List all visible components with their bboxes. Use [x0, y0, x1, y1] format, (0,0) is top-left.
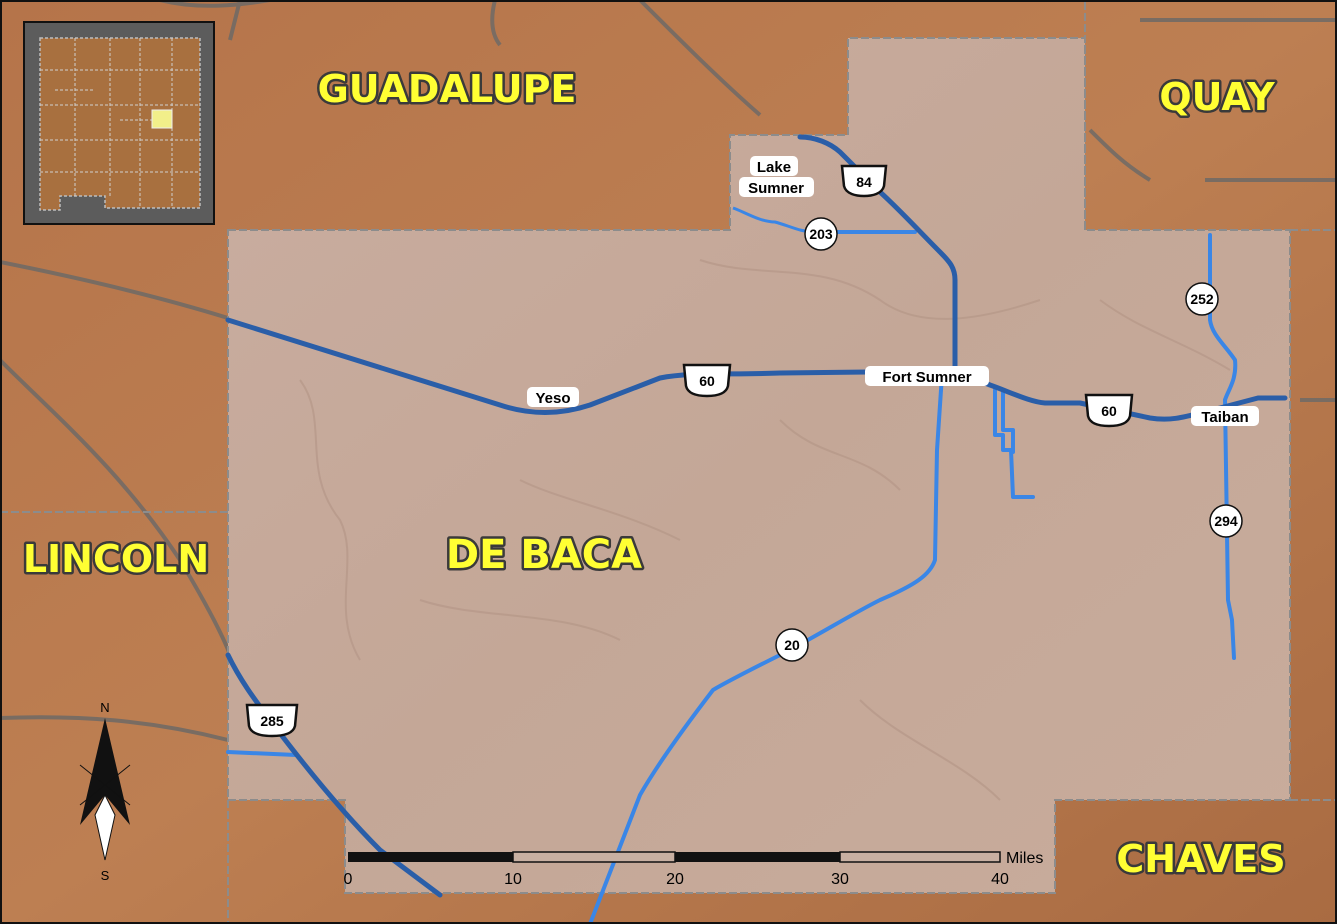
route-shield-us285: 285: [245, 703, 299, 738]
compass-needle-south: [94, 793, 116, 861]
place-labels: Lake Sumner Yeso Fort Sumner Taiban: [527, 156, 1259, 426]
north-arrow: N S: [79, 700, 131, 883]
us285-line: [225, 652, 443, 898]
nm294-line: [1223, 398, 1236, 660]
svg-text:60: 60: [699, 373, 715, 389]
svg-text:84: 84: [856, 174, 872, 190]
scale-tick-30: 30: [831, 871, 849, 888]
county-label-lincoln: LINCOLN: [23, 537, 209, 581]
lake-sumner-outline: [732, 206, 816, 234]
inset-highlight-de-baca: [151, 109, 173, 129]
svg-text:20: 20: [784, 637, 800, 653]
scale-tick-0: 0: [344, 871, 353, 888]
route-marker-nm252: 252: [1185, 282, 1219, 316]
svg-text:285: 285: [260, 713, 284, 729]
fort-sumner-spur: [993, 388, 1035, 499]
us60-west-line: [225, 317, 958, 415]
scale-tick-10: 10: [504, 871, 522, 888]
us84-line: [797, 134, 958, 378]
county-label-de-baca: DE BACA: [446, 532, 642, 578]
county-label-chaves: CHAVES: [1116, 837, 1285, 881]
regional-roads: [0, 0, 1337, 742]
svg-text:203: 203: [809, 226, 833, 242]
us285-spur: [226, 750, 298, 757]
fort-sumner-spur-b: [1001, 388, 1015, 454]
route-marker-nm294: 294: [1209, 504, 1243, 538]
route-marker-nm203: 203: [804, 217, 838, 251]
scale-tick-20: 20: [666, 871, 684, 888]
compass-north-label: N: [100, 700, 109, 715]
route-shield-us84: 84: [840, 164, 888, 198]
place-label-fort-sumner: Fort Sumner: [882, 369, 971, 386]
scale-unit-label: Miles: [1006, 850, 1043, 867]
place-label-taiban: Taiban: [1201, 409, 1248, 426]
new-mexico-outline: [39, 37, 201, 211]
route-shield-us60-east: 60: [1084, 393, 1134, 428]
locator-inset: [23, 21, 215, 225]
svg-text:294: 294: [1214, 513, 1238, 529]
svg-text:60: 60: [1101, 403, 1117, 419]
scale-bar: 0 10 20 30 40 Miles: [344, 850, 1044, 888]
compass-south-label: S: [101, 868, 110, 883]
route-shield-us60-west: 60: [682, 363, 732, 398]
route-marker-nm20: 20: [775, 628, 809, 662]
county-label-guadalupe: GUADALUPE: [318, 67, 577, 111]
scale-tick-40: 40: [991, 871, 1009, 888]
compass-needle-north: [80, 718, 130, 825]
place-label-lake: Lake: [757, 159, 791, 176]
svg-text:252: 252: [1190, 291, 1214, 307]
county-label-quay: QUAY: [1159, 75, 1275, 119]
terrain-shading: [299, 259, 1231, 801]
place-label-sumner: Sumner: [748, 180, 804, 197]
nm252-line: [1208, 233, 1238, 402]
place-label-yeso: Yeso: [535, 390, 570, 407]
inset-county-lines: [40, 38, 200, 208]
